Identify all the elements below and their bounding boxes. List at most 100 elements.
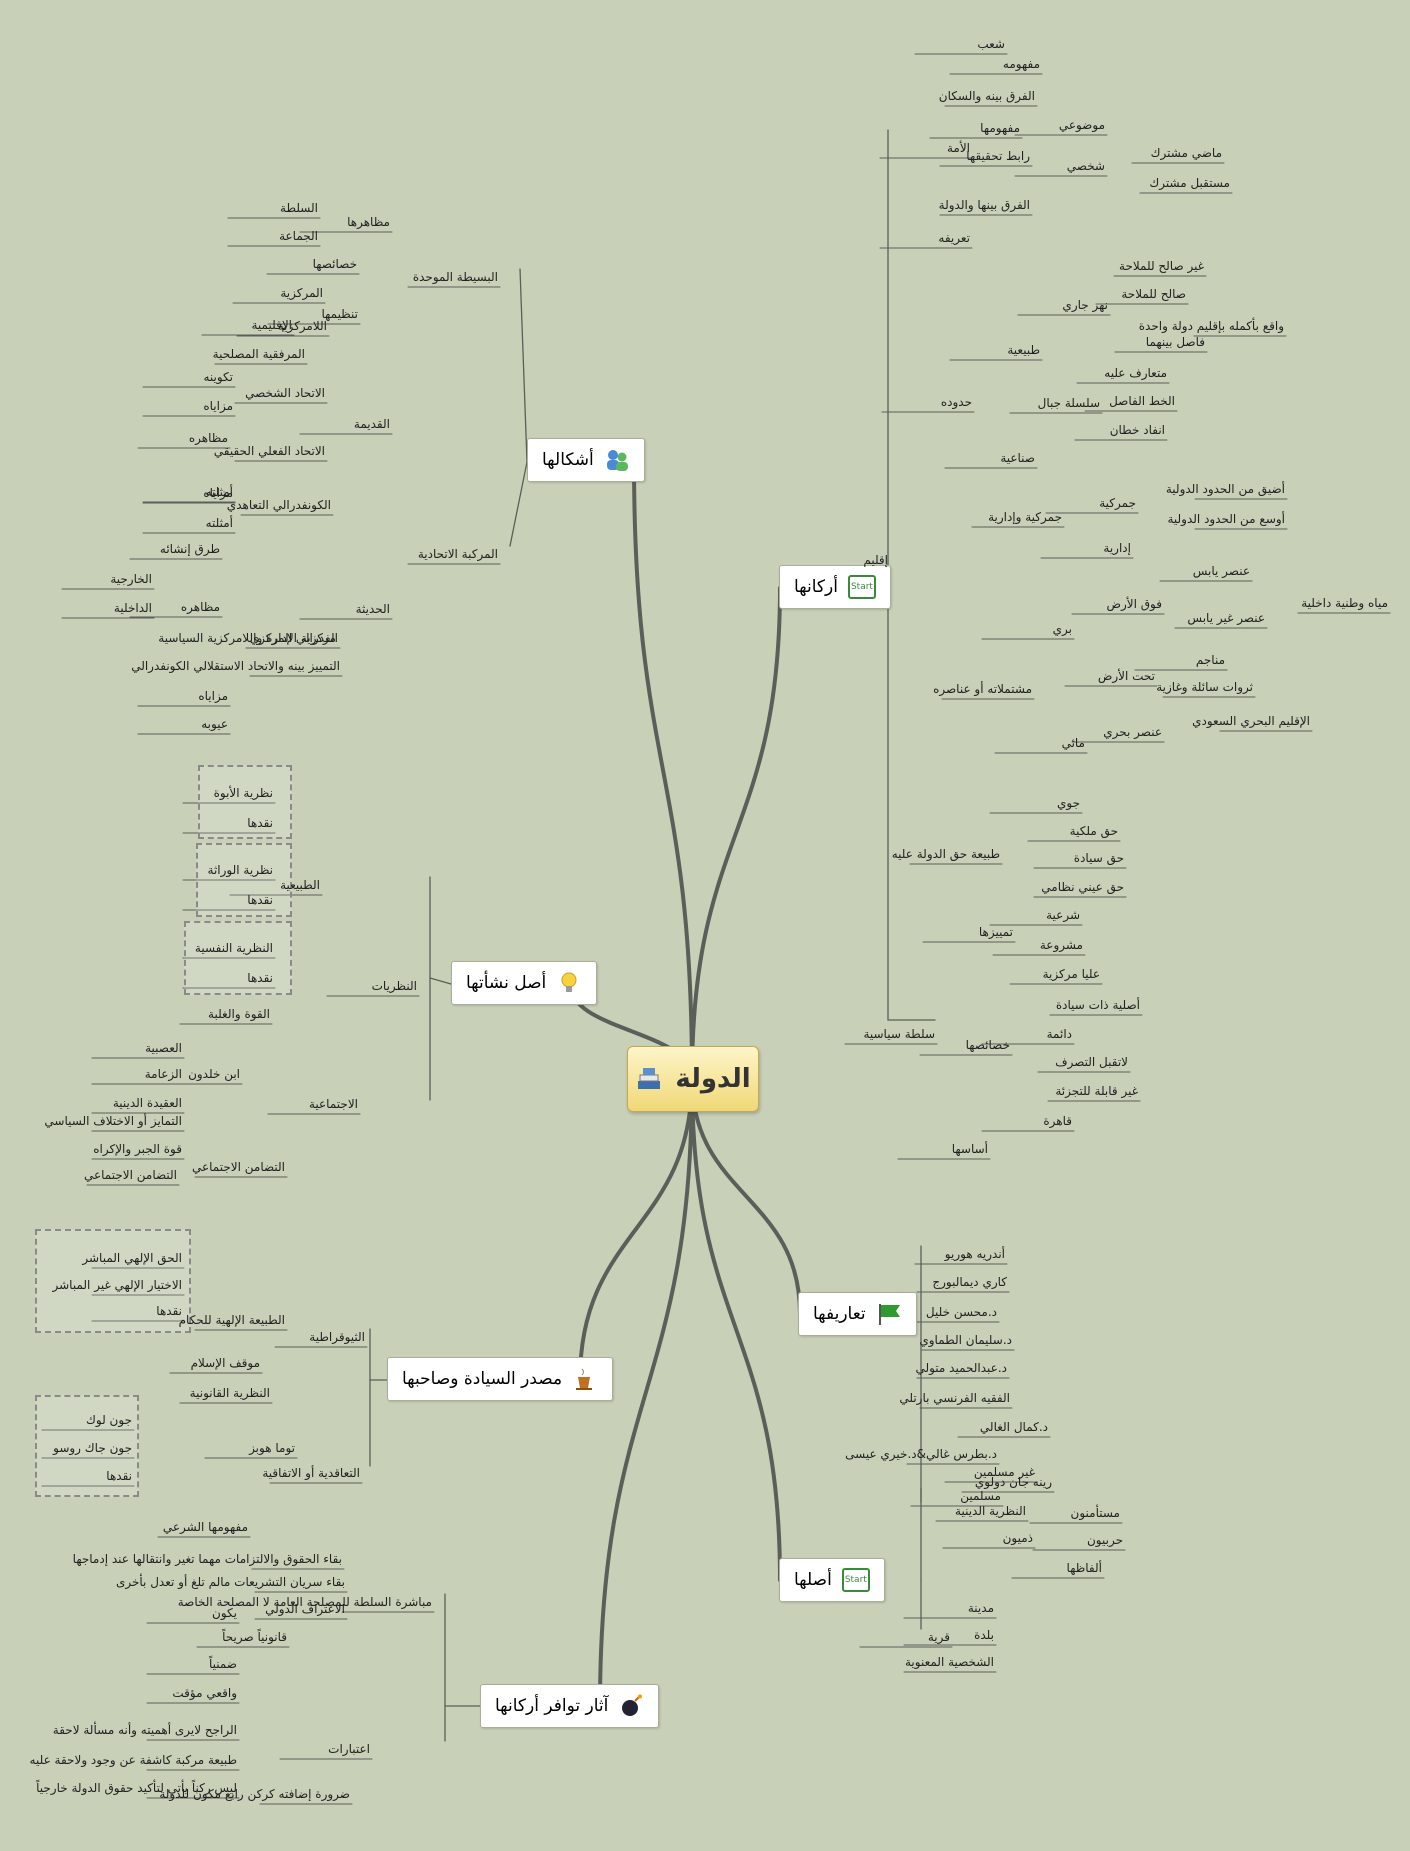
branch-node[interactable]: د.سليمان الطماوي: [919, 1333, 1012, 1347]
branch-node[interactable]: مشروعة: [1039, 938, 1083, 952]
branch-node[interactable]: د.محسن خليل: [925, 1305, 997, 1319]
branch-node[interactable]: أمثلته: [205, 516, 233, 530]
branch-node[interactable]: مظاهره: [180, 600, 220, 614]
branch-node[interactable]: غير قابلة للتجزئة: [1055, 1084, 1138, 1098]
branch-node[interactable]: قرية: [927, 1630, 950, 1644]
central-topic[interactable]: الدولة: [627, 1046, 759, 1112]
branch-node[interactable]: شرعية: [1046, 908, 1080, 922]
branch-node[interactable]: الاختيار الإلهي غير المباشر: [52, 1278, 183, 1292]
branch-node[interactable]: نقدها: [106, 1469, 132, 1483]
branch-node[interactable]: رينه جان دولوي: [974, 1475, 1052, 1489]
branch-node[interactable]: الراجح لايرى أهميته وأنه مسألة لاحقة: [52, 1723, 237, 1737]
branch-node[interactable]: نقدها: [247, 816, 273, 830]
branch-node[interactable]: السلطة: [280, 201, 318, 215]
branch-node[interactable]: بري: [1052, 622, 1072, 636]
branch-node[interactable]: دائمة: [1046, 1027, 1072, 1041]
branch-node[interactable]: عليا مركزية: [1042, 967, 1100, 981]
branch-node[interactable]: تنظيمها: [321, 307, 358, 321]
topic-arkanuha[interactable]: Start أركانها: [779, 565, 891, 609]
branch-node[interactable]: الطبيعة الإلهية للحكام: [178, 1313, 285, 1327]
branch-node[interactable]: حربيون: [1086, 1533, 1123, 1547]
branch-node[interactable]: الشخصية المعنوية: [904, 1655, 994, 1669]
branch-node[interactable]: غير صالح للملاحة: [1119, 259, 1204, 273]
branch-node[interactable]: اعتبارات: [328, 1742, 370, 1756]
branch-node[interactable]: طبيعة مركبة كاشفة عن وجود ولاحقة عليه: [29, 1753, 237, 1767]
branch-node[interactable]: ابن خلدون: [188, 1067, 240, 1081]
branch-node[interactable]: قانونياً صريحاً: [222, 1630, 287, 1644]
branch-node[interactable]: مدينة: [967, 1601, 994, 1615]
branch-node[interactable]: ضرورة إضافته كركن رابع مكون للدولة: [159, 1787, 350, 1801]
branch-node[interactable]: تحت الأرض: [1097, 669, 1155, 683]
branch-node[interactable]: بقاء سريان التشريعات مالم تلغ أو تعدل بأ…: [115, 1575, 345, 1589]
branch-node[interactable]: التمايز أو الاختلاف السياسي: [44, 1114, 182, 1128]
branch-node[interactable]: عيوبه: [201, 717, 228, 731]
branch-node[interactable]: نقدها: [247, 971, 273, 985]
branch-node[interactable]: طبيعة حق الدولة عليه: [891, 847, 1000, 861]
branch-node[interactable]: الفرق بينه والسكان: [938, 89, 1035, 103]
branch-node[interactable]: صالح للملاحة: [1121, 287, 1186, 301]
branch-node[interactable]: أصلية ذات سيادة: [1055, 998, 1140, 1012]
branch-node[interactable]: جمركية وإدارية: [988, 510, 1062, 524]
branch-node[interactable]: القديمة: [353, 417, 390, 431]
branch-node[interactable]: لاتقبل التصرف: [1055, 1055, 1128, 1069]
branch-node[interactable]: مناجم: [1195, 653, 1225, 667]
branch-node[interactable]: مشتملاته أو عناصره: [933, 682, 1032, 696]
branch-node[interactable]: موقف الإسلام: [190, 1356, 260, 1370]
branch-node[interactable]: التمييز بينه والاتحاد الاستقلالي الكونفد…: [131, 659, 340, 673]
branch-node[interactable]: توما هوبز: [249, 1441, 295, 1455]
branch-node[interactable]: غير مسلمين: [973, 1465, 1035, 1479]
branch-node[interactable]: جوي: [1056, 796, 1080, 810]
branch-node[interactable]: مفهومه: [1002, 57, 1040, 71]
branch-node[interactable]: التعاقدية أو الاتفاقية: [262, 1466, 360, 1480]
branch-node[interactable]: التضامن الاجتماعي: [191, 1160, 285, 1174]
branch-node[interactable]: القوة والغلبة: [208, 1007, 270, 1021]
topic-asluha[interactable]: Start أصلها: [779, 1558, 885, 1602]
branch-node[interactable]: مفهومها: [980, 121, 1020, 135]
branch-node[interactable]: الاعتراف الدولي: [265, 1602, 345, 1616]
branch-node[interactable]: بلدة: [974, 1628, 994, 1642]
branch-node[interactable]: ذميون: [1002, 1531, 1033, 1545]
branch-node[interactable]: مظاهره: [188, 431, 228, 445]
branch-node[interactable]: الاتحاد الشخصي: [245, 386, 325, 400]
branch-node[interactable]: مباشرة السلطة للمصلحة العامة لا المصلحة …: [177, 1595, 432, 1609]
topic-asl-nashatuha[interactable]: أصل نشأتها: [451, 961, 598, 1005]
topic-athar[interactable]: آثار توافر أركانها: [480, 1684, 660, 1728]
branch-node[interactable]: نظرية الأبوة: [213, 786, 273, 800]
branch-node[interactable]: الحديثة: [355, 602, 390, 616]
branch-node[interactable]: اللامركزية: [277, 319, 327, 333]
branch-node[interactable]: الإقليمية: [251, 318, 293, 332]
branch-node[interactable]: مستأمنون: [1070, 1506, 1120, 1520]
branch-node[interactable]: رابط تحقيقها: [966, 149, 1030, 163]
branch-node[interactable]: حدوده: [940, 395, 972, 409]
branch-node[interactable]: الخط الفاصل: [1109, 394, 1175, 408]
branch-node[interactable]: عنصر يابس: [1192, 564, 1250, 578]
branch-node[interactable]: خصائصها: [312, 257, 357, 271]
branch-node[interactable]: جمركية: [1099, 496, 1136, 510]
branch-node[interactable]: خصائصها: [965, 1038, 1010, 1052]
branch-node[interactable]: ليس ركناً يأتي لتأكيد حقوق الدولة خارجيا…: [36, 1781, 237, 1795]
branch-node[interactable]: الفرق بينها والدولة: [938, 198, 1030, 212]
branch-node[interactable]: قاهرة: [1043, 1114, 1072, 1128]
branch-node[interactable]: الإقليم البحري السعودي: [1192, 714, 1310, 728]
branch-node[interactable]: متعارف عليه: [1104, 366, 1167, 380]
branch-node[interactable]: النظريات: [371, 979, 417, 993]
branch-node[interactable]: الفقيه الفرنسي بارتلي: [899, 1391, 1010, 1405]
branch-node[interactable]: الفدرالي المركزي: [249, 631, 338, 645]
branch-node[interactable]: مستقبل مشترك: [1149, 176, 1230, 190]
branch-node[interactable]: ماضي مشترك: [1150, 146, 1222, 160]
branch-node[interactable]: الاجتماعية: [308, 1097, 358, 1111]
branch-node[interactable]: التضامن الاجتماعي: [83, 1168, 177, 1182]
branch-node[interactable]: د.بطرس غالي&د.خيري عيسى: [845, 1447, 997, 1461]
branch-node[interactable]: أوسع من الحدود الدولية: [1167, 512, 1285, 526]
branch-node[interactable]: بقاء الحقوق والالتزامات مهما تغير وانتقا…: [72, 1552, 342, 1566]
branch-node[interactable]: العقيدة الدينية: [112, 1096, 182, 1110]
branch-node[interactable]: الحق الإلهي المباشر: [82, 1251, 182, 1265]
branch-node[interactable]: النظرية القانونية: [189, 1386, 270, 1400]
branch-node[interactable]: صناعية: [1000, 451, 1035, 465]
branch-node[interactable]: كاري ديمالبورج: [932, 1275, 1007, 1289]
branch-node[interactable]: طرق إنشائه: [159, 542, 220, 556]
branch-node[interactable]: الكونفدرالي التعاهدي: [226, 498, 331, 512]
branch-node[interactable]: الجماعة: [279, 229, 318, 243]
branch-node[interactable]: مركزية الإدارة واللامركزية السياسية: [158, 631, 336, 645]
branch-node[interactable]: مزاياه: [203, 399, 233, 413]
